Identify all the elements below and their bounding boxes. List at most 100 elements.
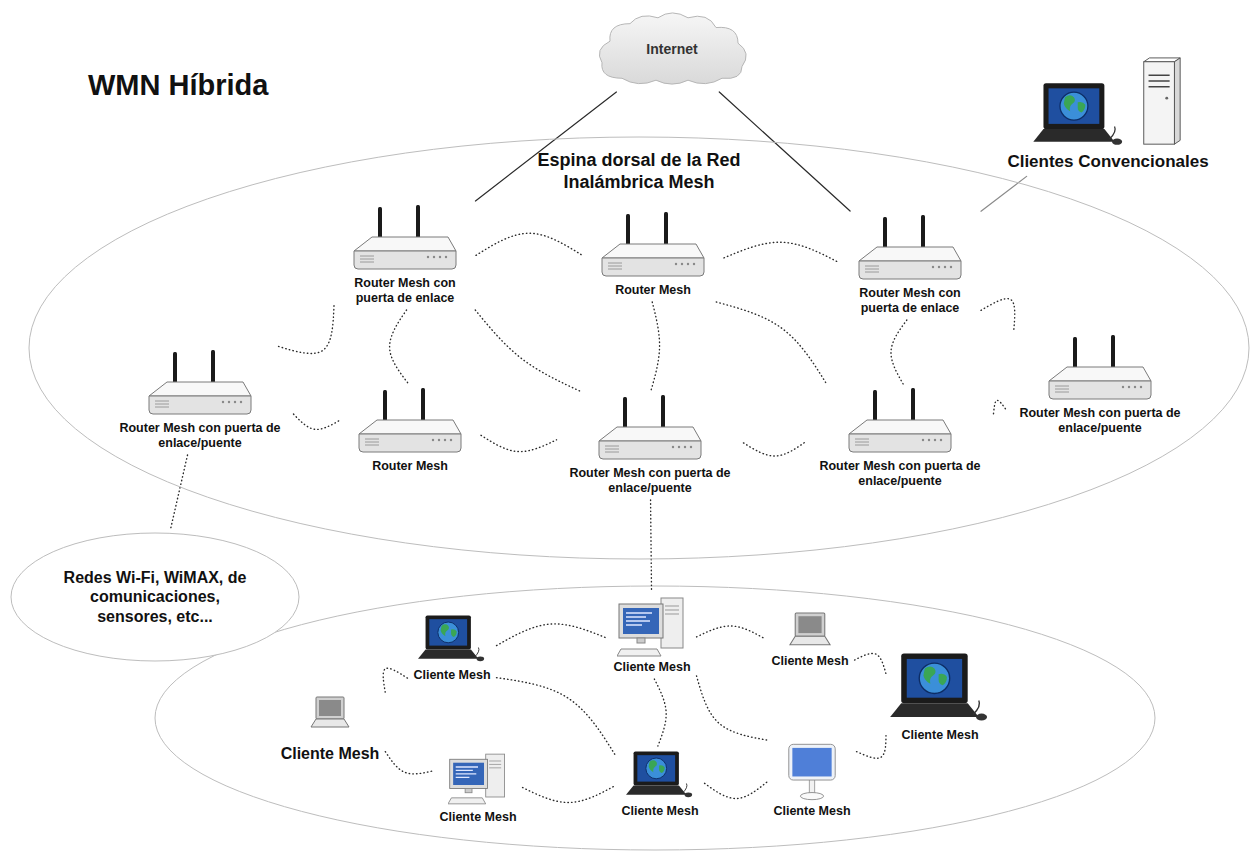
conventional-clients: Clientes Convencionales bbox=[1007, 56, 1208, 172]
wireless-link bbox=[651, 302, 660, 391]
icon-group bbox=[145, 350, 255, 420]
node-label: Router Mesh con puerta de enlace bbox=[843, 286, 977, 316]
band-outline bbox=[28, 136, 1250, 560]
node-label: Cliente Mesh bbox=[611, 660, 692, 675]
device-icon bbox=[787, 742, 837, 802]
wireless-link bbox=[171, 455, 188, 528]
wireless-link bbox=[476, 233, 582, 255]
device-icon bbox=[626, 750, 694, 800]
wireless-link bbox=[981, 299, 1015, 331]
device-icon bbox=[890, 652, 990, 724]
wired-link bbox=[981, 176, 1027, 211]
mesh-router: Router Mesh con puerta de enlace bbox=[843, 215, 977, 316]
wireless-link bbox=[857, 733, 886, 759]
mesh-client: Cliente Mesh bbox=[769, 612, 850, 669]
wireless-link bbox=[277, 306, 334, 354]
mesh-router: Router Mesh con puerta de enlace/puente bbox=[111, 350, 290, 451]
diagram-title: WMN Híbrida bbox=[88, 68, 268, 103]
wireless-link bbox=[705, 782, 768, 799]
mesh-router: Router Mesh con puerta de enlace/puente bbox=[1011, 335, 1190, 436]
wireless-link bbox=[523, 785, 616, 802]
mesh-router: Router Mesh con puerta de enlace/puente bbox=[561, 395, 740, 496]
device-icon bbox=[350, 205, 460, 275]
mesh-client: Cliente Mesh bbox=[771, 742, 852, 819]
device-icon bbox=[1139, 56, 1183, 148]
node-label: Internet bbox=[646, 41, 697, 58]
device-icon bbox=[448, 752, 508, 806]
icon-group bbox=[598, 212, 708, 282]
node-label: Cliente Mesh bbox=[437, 810, 518, 825]
wireless-link bbox=[697, 626, 766, 639]
region-heading: Espina dorsal de la Red Inalámbrica Mesh bbox=[519, 150, 759, 193]
mesh-client: Cliente Mesh bbox=[619, 750, 700, 819]
device-icon bbox=[355, 388, 465, 458]
device-icon bbox=[145, 350, 255, 420]
icon-group bbox=[1045, 335, 1155, 405]
icon-group bbox=[355, 388, 465, 458]
icon-group bbox=[890, 652, 990, 724]
wireless-link bbox=[390, 310, 409, 384]
wireless-link bbox=[994, 400, 1007, 413]
mesh-client: Cliente Mesh bbox=[890, 652, 990, 743]
ellipse-shape bbox=[11, 533, 299, 661]
node-label: Clientes Convencionales bbox=[1007, 152, 1208, 172]
mesh-client: Cliente Mesh bbox=[411, 614, 492, 683]
device-icon bbox=[598, 212, 708, 282]
ellipse-shape bbox=[29, 137, 1249, 559]
wireless-link bbox=[650, 500, 652, 592]
wireless-link bbox=[855, 653, 886, 673]
internet-cloud: Internet bbox=[592, 10, 752, 88]
node-label: Router Mesh con puerta de enlace/puente bbox=[111, 421, 290, 451]
mesh-backbone: Espina dorsal de la Red Inalámbrica Mesh… bbox=[28, 136, 1250, 560]
icon-group bbox=[845, 388, 955, 458]
node-label: Cliente Mesh bbox=[769, 654, 850, 669]
icon-group bbox=[418, 614, 486, 664]
wireless-link bbox=[654, 679, 666, 746]
node-label: Cliente Mesh bbox=[771, 804, 852, 819]
wireless-link bbox=[383, 668, 407, 693]
wireless-link bbox=[497, 678, 616, 756]
device-icon bbox=[855, 215, 965, 285]
wireless-link bbox=[724, 242, 839, 262]
cloud-shape bbox=[599, 13, 746, 84]
wireless-link bbox=[497, 624, 608, 646]
mesh-router: Router Mesh bbox=[586, 212, 720, 298]
mesh-client-region bbox=[155, 586, 1155, 850]
node-label: Cliente Mesh bbox=[411, 668, 492, 683]
node-label: Router Mesh con puerta de enlace/puente bbox=[1011, 406, 1190, 436]
icon-group bbox=[617, 596, 687, 658]
icon-group bbox=[787, 742, 837, 802]
node-label: Router Mesh con puerta de enlace/puente bbox=[811, 459, 990, 489]
node-label: Router Mesh bbox=[343, 459, 477, 474]
node-label: Router Mesh bbox=[586, 283, 720, 298]
icon-group bbox=[788, 612, 832, 650]
mesh-router: Router Mesh con puerta de enlace bbox=[338, 205, 472, 306]
wireless-link bbox=[294, 414, 340, 429]
device-icon bbox=[1045, 335, 1155, 405]
icon-group bbox=[626, 750, 694, 800]
icon-group bbox=[448, 752, 508, 806]
node-label: Router Mesh con puerta de enlace bbox=[338, 276, 472, 306]
device-icon bbox=[788, 612, 832, 650]
icon-group bbox=[350, 205, 460, 275]
device-icon bbox=[845, 388, 955, 458]
wireless-link bbox=[716, 302, 826, 384]
mesh-router: Router Mesh bbox=[343, 388, 477, 474]
node-label: Redes Wi-Fi, WiMAX, de comunicaciones, s… bbox=[55, 568, 255, 626]
device-icon bbox=[1033, 82, 1125, 148]
mesh-client: Cliente Mesh bbox=[437, 752, 518, 825]
node-label: Router Mesh con puerta de enlace/puente bbox=[561, 466, 740, 496]
wireless-link bbox=[744, 441, 807, 456]
wireless-link bbox=[891, 320, 907, 384]
wireless-link bbox=[481, 435, 557, 451]
wireless-link bbox=[697, 676, 768, 740]
device-icon bbox=[595, 395, 705, 465]
node-label: Cliente Mesh bbox=[619, 804, 700, 819]
icon-group bbox=[595, 395, 705, 465]
mesh-client: Cliente Mesh bbox=[279, 696, 382, 763]
wireless-link bbox=[385, 752, 433, 774]
device-icon bbox=[418, 614, 486, 664]
icon-group bbox=[1033, 56, 1183, 148]
external-networks: Redes Wi-Fi, WiMAX, de comunicaciones, s… bbox=[10, 532, 300, 662]
